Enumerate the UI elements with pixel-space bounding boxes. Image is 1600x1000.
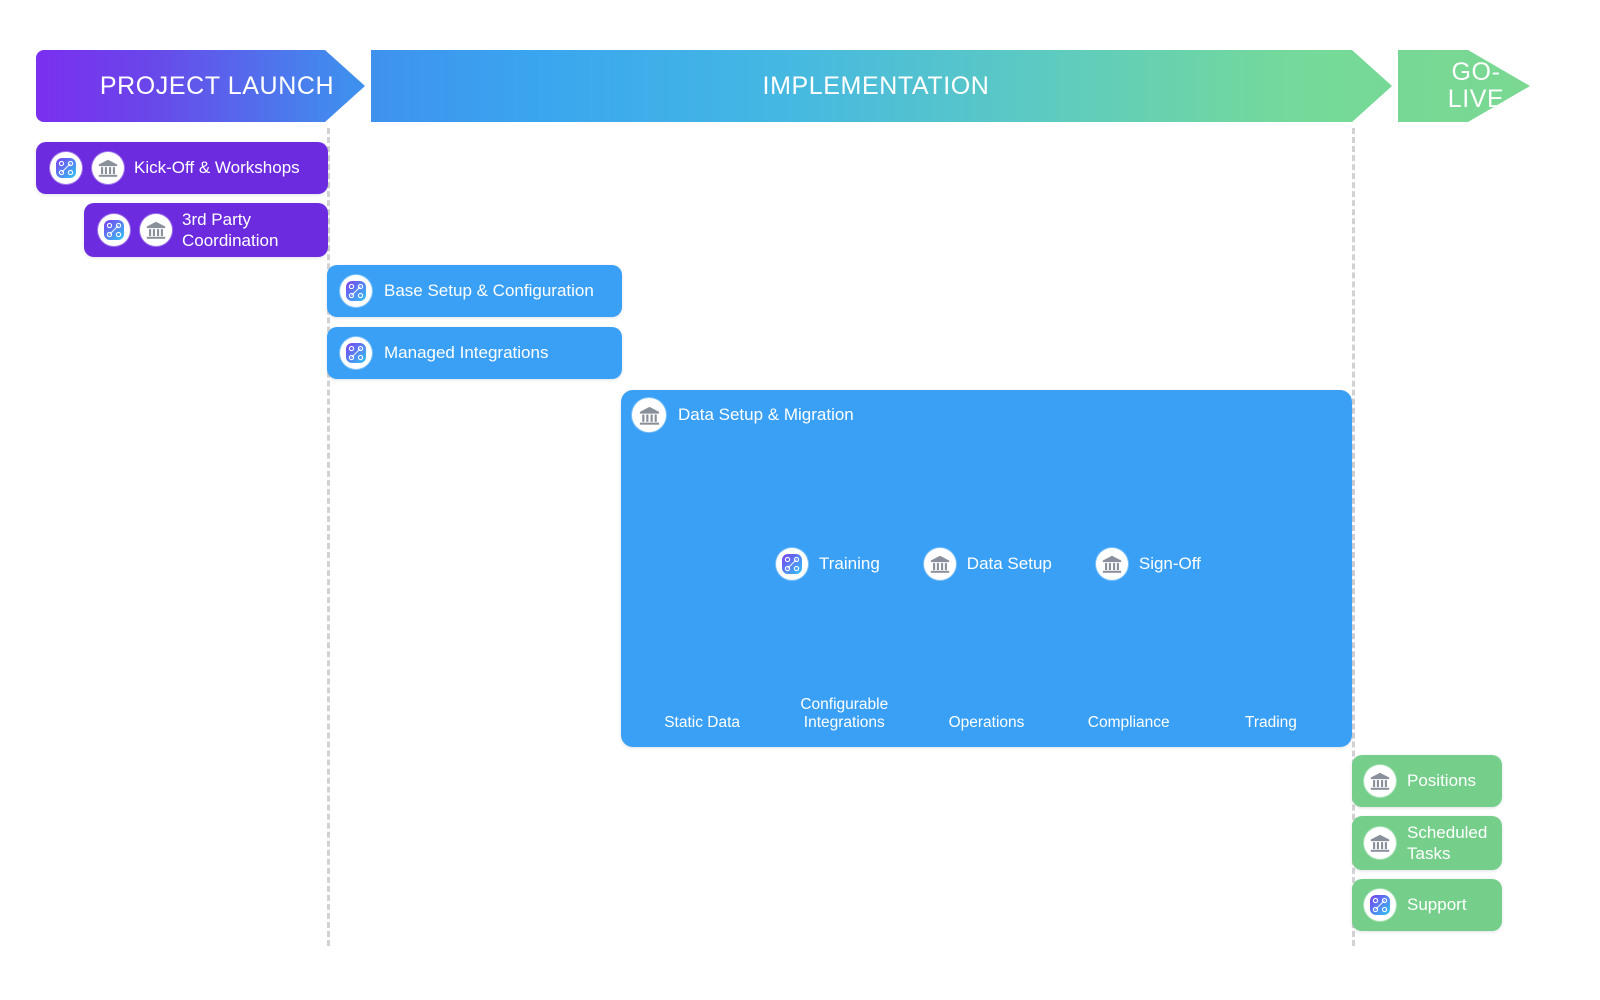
bank-icon	[1095, 548, 1128, 580]
phase-banner: PROJECT LAUNCH IMPLEMENTATION GO- LIVE	[36, 50, 1530, 122]
phase-boundary-guide-left	[327, 128, 330, 946]
task-label: 3rd Party Coordination	[182, 209, 279, 250]
network-icon	[340, 337, 372, 369]
workstream-label: Static Data	[664, 714, 740, 732]
data-panel-workstreams: Static Data Configurable Integrations Op…	[631, 696, 1342, 733]
bank-icon	[92, 152, 124, 184]
bank-icon	[1364, 827, 1396, 859]
task-label: Positions	[1407, 771, 1476, 791]
task-pill-support[interactable]: Support	[1352, 879, 1502, 931]
network-icon	[98, 214, 130, 246]
bank-icon	[632, 398, 666, 432]
data-panel-title: Data Setup & Migration	[678, 405, 854, 424]
task-pill-positions[interactable]: Positions	[1352, 755, 1502, 807]
network-icon	[1364, 889, 1396, 921]
workstream-label: Configurable Integrations	[800, 695, 889, 732]
data-setup-migration-panel[interactable]: Data Setup & Migration Training	[621, 390, 1352, 747]
bank-icon	[1364, 765, 1396, 797]
bank-icon	[923, 548, 956, 580]
milestone-label: Sign-Off	[1138, 554, 1201, 573]
task-label: Base Setup & Configuration	[384, 281, 594, 301]
task-pill-scheduled-tasks[interactable]: Scheduled Tasks	[1352, 816, 1502, 870]
phase-banner-gradient	[36, 50, 1530, 122]
task-label: Scheduled Tasks	[1407, 822, 1488, 863]
task-pill-kick-off-workshops[interactable]: Kick-Off & Workshops	[36, 142, 328, 194]
task-pill-3rd-party-coordination[interactable]: 3rd Party Coordination	[84, 203, 328, 257]
workstream-label: Trading	[1244, 714, 1297, 732]
network-icon	[50, 152, 82, 184]
task-pill-managed-integrations[interactable]: Managed Integrations	[327, 327, 622, 379]
milestone-label: Training	[819, 554, 880, 573]
milestone-sign-off[interactable]: Sign-Off	[1095, 548, 1201, 580]
network-icon	[776, 548, 808, 580]
network-icon	[340, 275, 372, 307]
milestone-label: Data Setup	[966, 554, 1052, 573]
task-label: Support	[1407, 895, 1467, 915]
milestone-data-setup[interactable]: Data Setup	[923, 548, 1052, 580]
data-panel-header: Data Setup & Migration	[632, 398, 854, 432]
task-label: Kick-Off & Workshops	[134, 158, 300, 178]
data-panel-milestones: Training Data Setup	[776, 548, 1201, 580]
bank-icon	[140, 214, 172, 246]
workstream-label: Compliance	[1087, 714, 1170, 732]
phase-boundary-guide-right	[1352, 128, 1355, 946]
workstream-label: Operations	[948, 714, 1025, 732]
task-pill-base-setup-configuration[interactable]: Base Setup & Configuration	[327, 265, 622, 317]
task-label: Managed Integrations	[384, 343, 549, 363]
milestone-training[interactable]: Training	[776, 548, 880, 580]
